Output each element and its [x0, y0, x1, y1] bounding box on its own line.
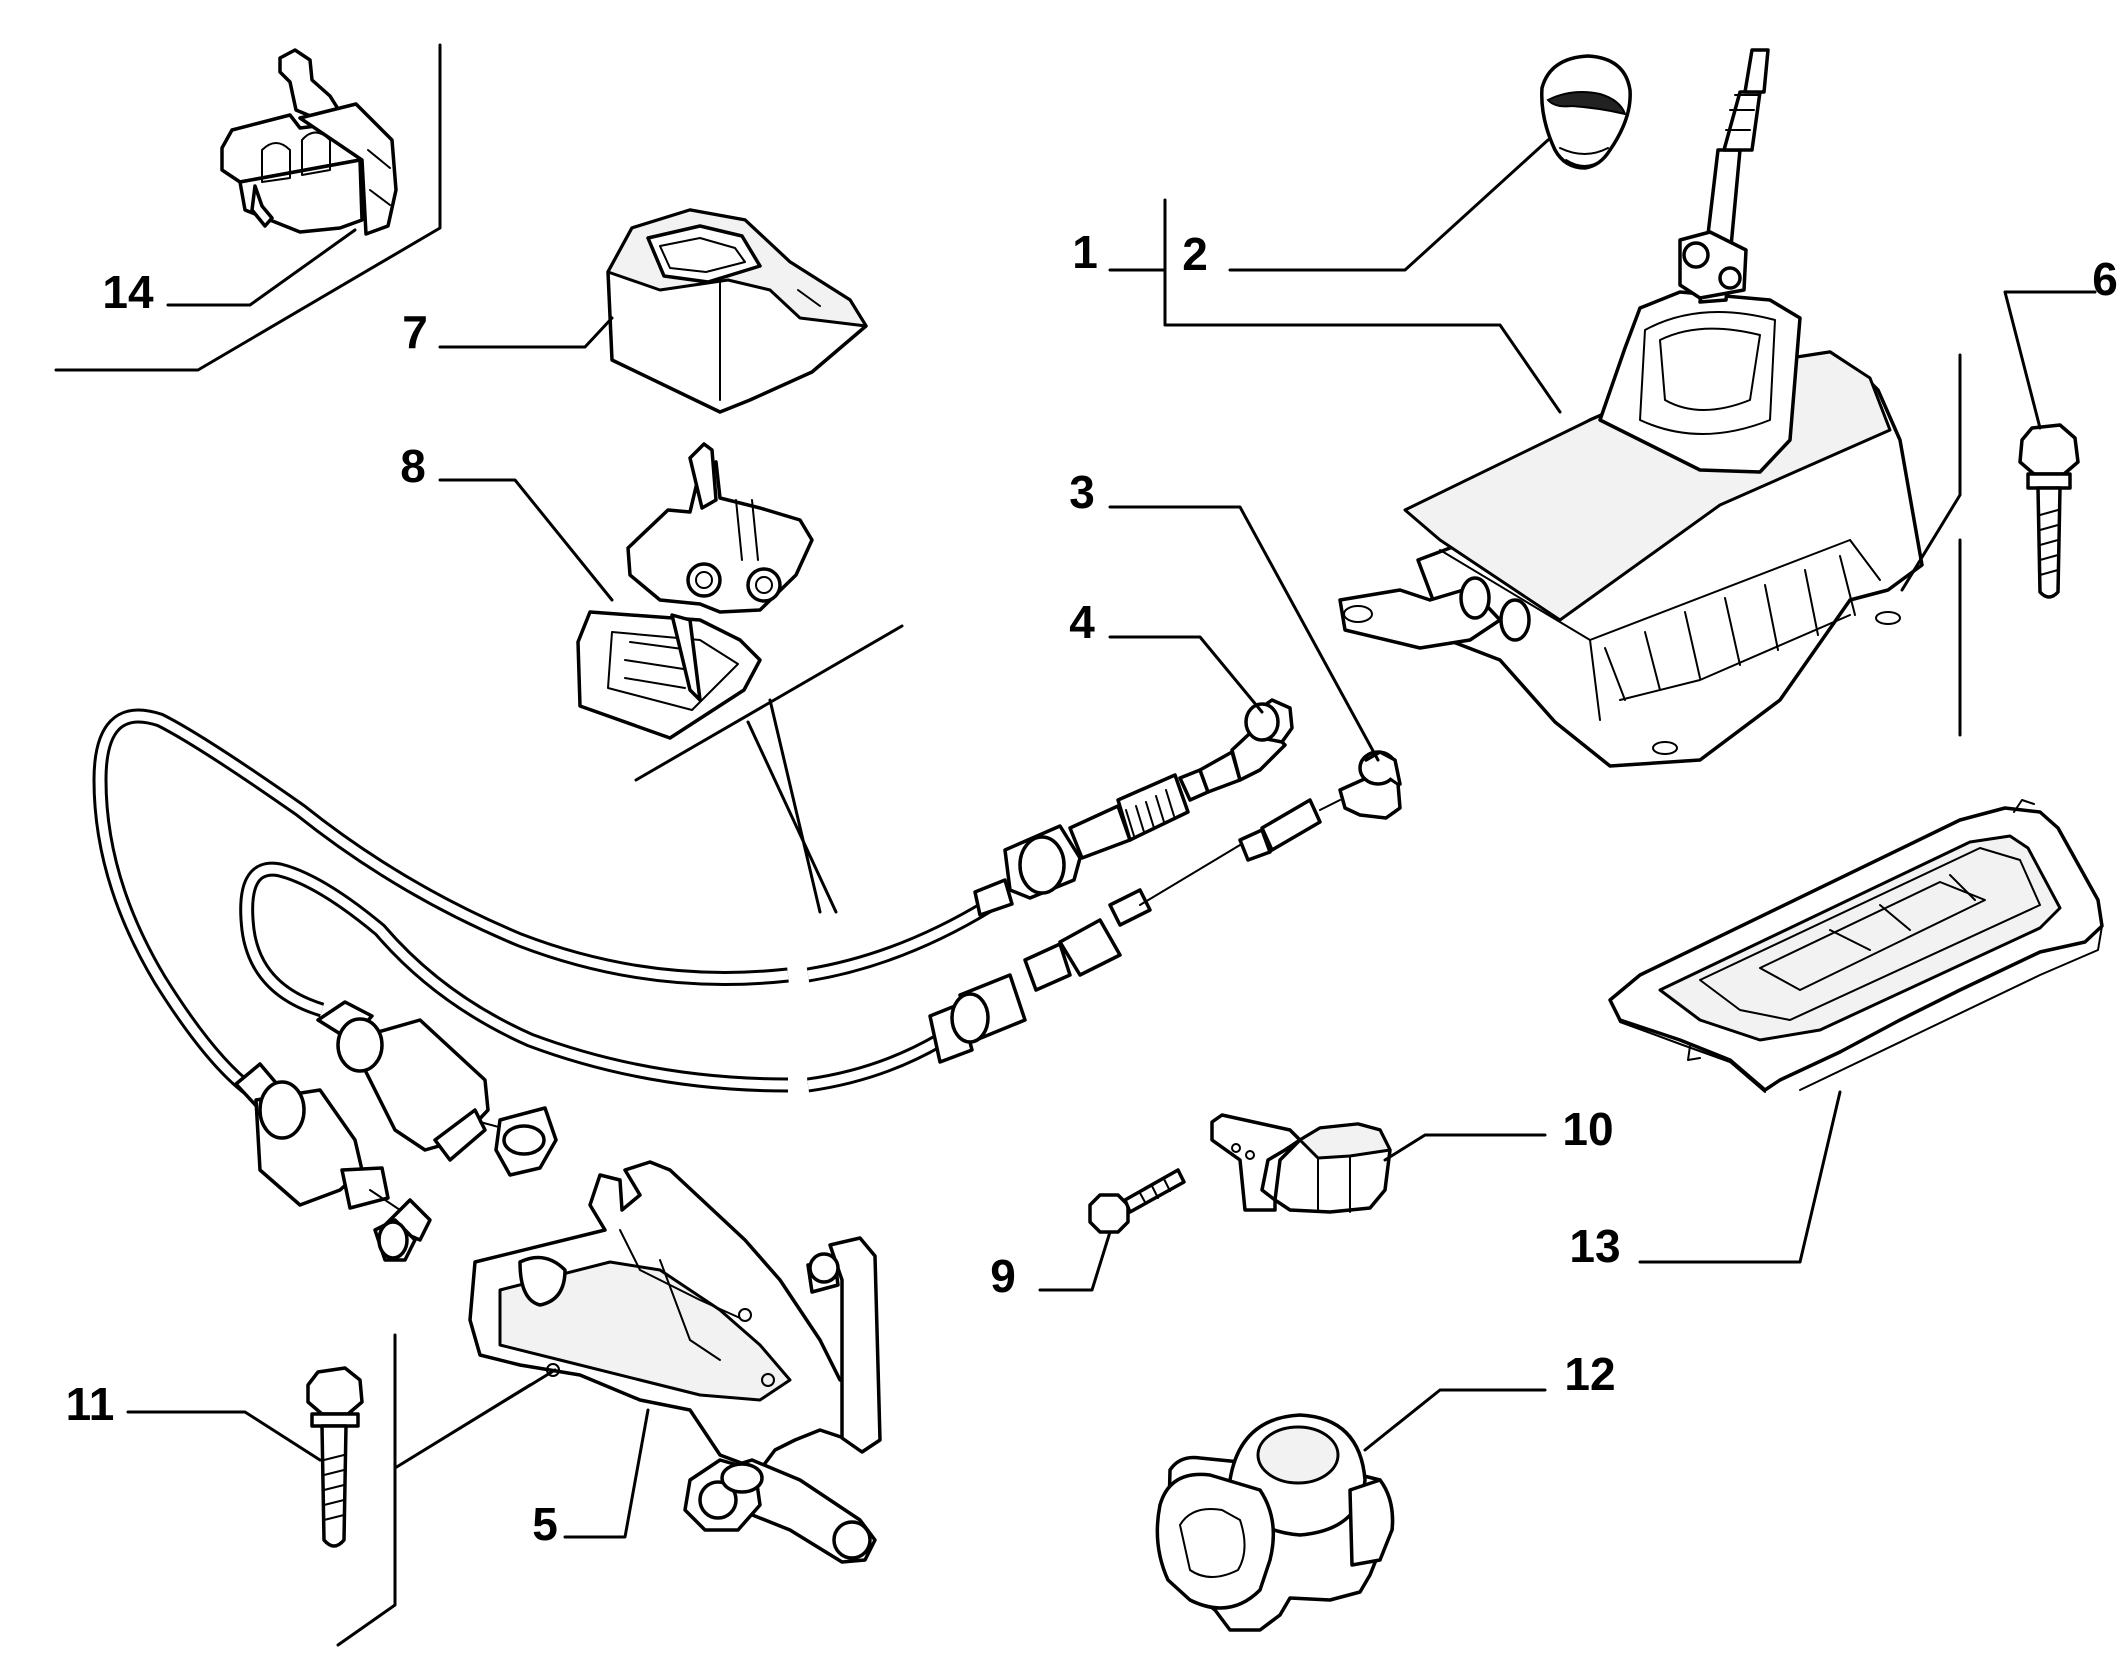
part-10-bracket [1210, 1113, 1392, 1214]
divider-6 [1900, 353, 1962, 737]
callout-1: 1 [1072, 226, 1098, 278]
leader-7 [438, 316, 614, 349]
part-9-screw [1088, 1168, 1186, 1234]
leader-4 [1108, 635, 1264, 714]
divider-14 [54, 43, 442, 372]
leader-8 [438, 478, 614, 602]
part-11-bolt [306, 1366, 364, 1548]
divider-8 [634, 624, 904, 914]
callout-5: 5 [532, 1498, 558, 1550]
callout-11: 11 [66, 1378, 115, 1430]
leader-1 [1108, 198, 1562, 414]
part-2-gear-knob [1540, 54, 1632, 170]
part-8-cable-bracket [576, 442, 814, 740]
callout-13: 13 [1569, 1220, 1620, 1272]
leader-12 [1363, 1388, 1547, 1452]
callout-9: 9 [990, 1250, 1016, 1302]
leader-14 [166, 228, 357, 307]
part-7-boot-cover [606, 208, 868, 414]
leader-11 [126, 1410, 322, 1462]
callout-4: 4 [1069, 596, 1095, 648]
callout-6: 6 [2092, 253, 2118, 305]
part-13-tray [1608, 799, 2104, 1093]
leader-2 [1228, 138, 1550, 272]
callout-10: 10 [1562, 1103, 1613, 1155]
leader-13 [1638, 1090, 1842, 1264]
leader-9 [1038, 1230, 1112, 1292]
leader-10 [1383, 1133, 1547, 1162]
callout-8: 8 [400, 440, 426, 492]
callout-12: 12 [1564, 1348, 1615, 1400]
leader-3 [1108, 505, 1380, 762]
part-3-4-cables [92, 698, 1402, 1262]
leader-5 [563, 1408, 650, 1539]
leader-6 [2003, 290, 2097, 430]
part-6-bolt [2018, 423, 2080, 599]
part-1-gear-lever-housing [1338, 48, 1924, 768]
part-14-clip-bracket [220, 48, 398, 236]
callout-7: 7 [402, 306, 428, 358]
divider-5 [336, 1333, 557, 1647]
callout-14: 14 [102, 266, 154, 318]
callout-labels: 1 2 3 4 5 6 7 8 9 10 11 12 13 14 [66, 226, 2118, 1550]
callout-3: 3 [1069, 466, 1095, 518]
part-12-rubber-mount [1155, 1413, 1395, 1632]
callout-2: 2 [1182, 228, 1208, 280]
part-5-gearbox-bracket [468, 1160, 882, 1564]
